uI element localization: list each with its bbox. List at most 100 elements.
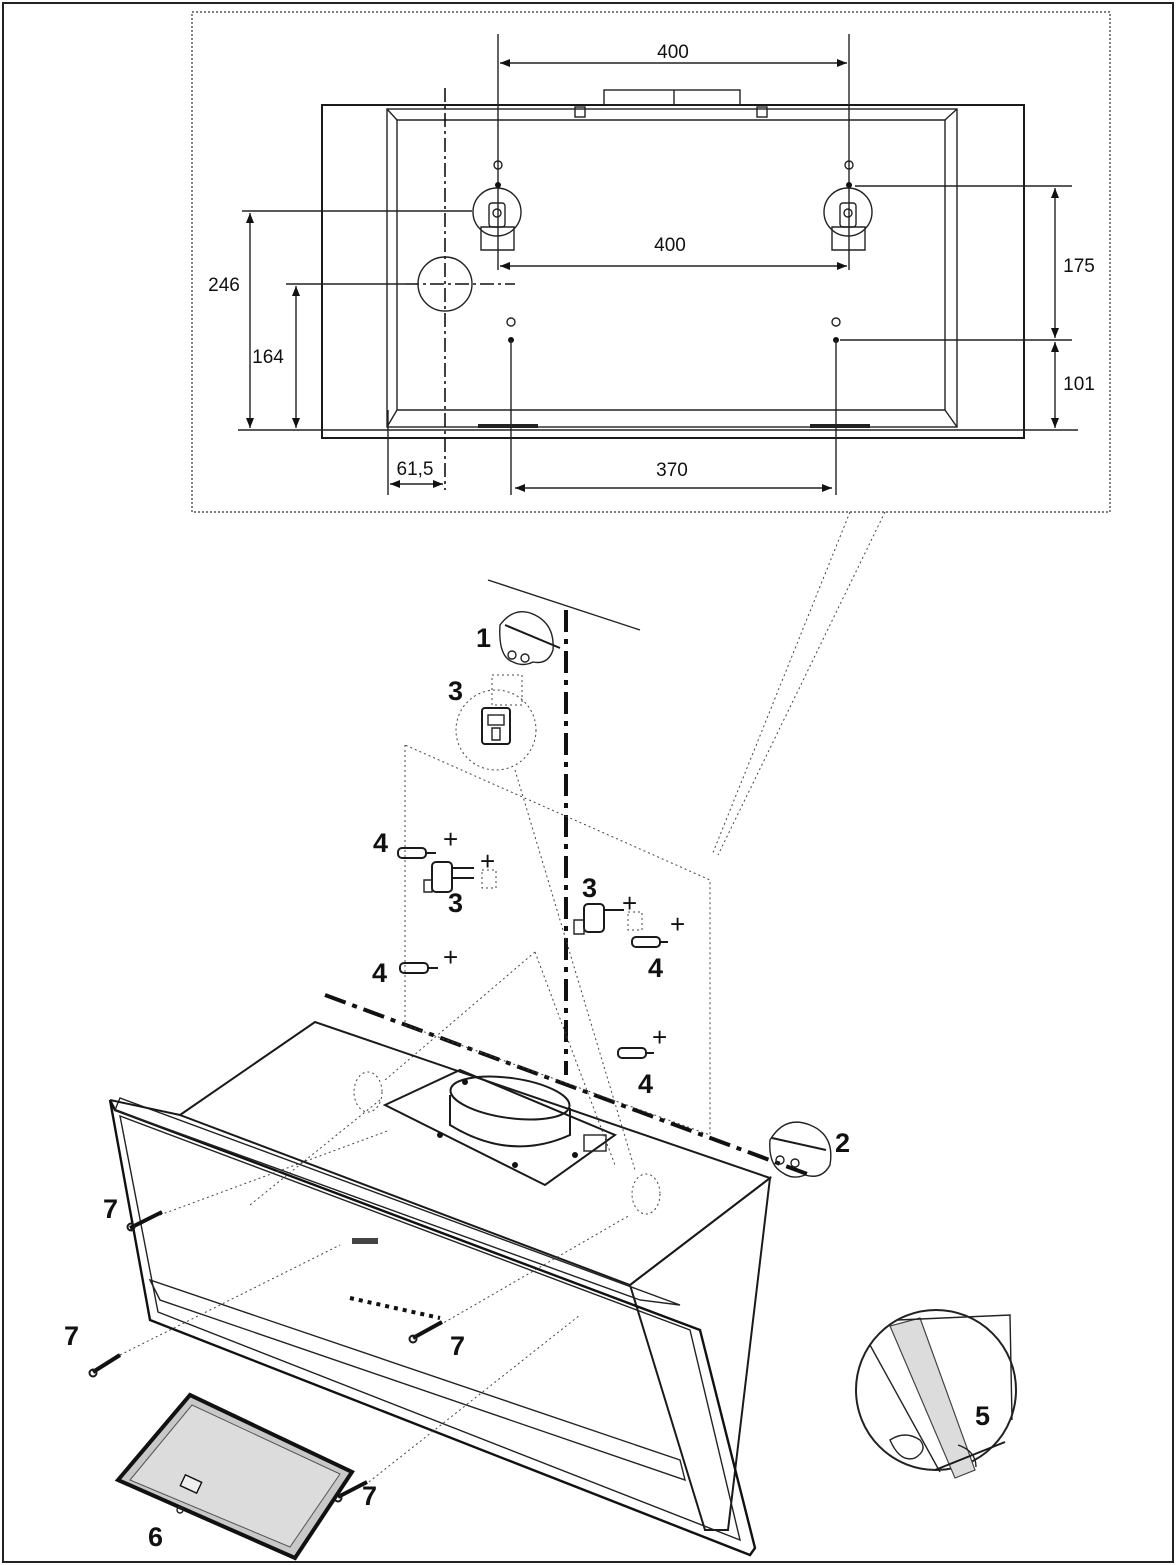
dim-top-width: 400 — [657, 42, 689, 63]
top-clip — [756, 106, 768, 118]
wall-plug — [631, 936, 668, 948]
arrow-head — [1051, 188, 1059, 198]
cross-mark: + — [443, 942, 458, 972]
callout-7-center: 7 — [450, 1331, 465, 1361]
bracket-placeholder — [481, 869, 497, 889]
arrow-head — [822, 484, 832, 492]
glass-inner-line — [114, 1097, 681, 1306]
bevel-line — [944, 108, 958, 121]
callout-4-right-top: 4 — [648, 953, 663, 983]
bevel-line — [944, 409, 958, 428]
screw-leader — [159, 1129, 391, 1216]
light-strip — [478, 424, 538, 428]
bracket-icon — [573, 903, 624, 935]
duct-collar-body — [449, 1095, 571, 1148]
right-bracket — [823, 160, 873, 251]
bracket-detail-circle — [455, 689, 537, 771]
dim-bracket-spacing: 400 — [654, 235, 686, 256]
glass-inner-line — [119, 1114, 741, 1542]
callout-3-top: 3 — [448, 676, 463, 706]
screw-icon — [88, 1353, 122, 1378]
arrow-head — [292, 418, 300, 428]
callout-2: 2 — [835, 1128, 850, 1158]
bracket-placeholder — [491, 674, 523, 706]
glass-lower-band — [148, 1278, 686, 1482]
arrow-head — [837, 262, 847, 270]
hood-inner-panel — [386, 108, 958, 428]
outlet-collar — [603, 89, 741, 106]
dim-outlet-height: 164 — [252, 347, 284, 368]
arrow-head — [292, 286, 300, 296]
mounting-hole — [353, 1071, 383, 1113]
arrow-head — [1051, 342, 1059, 352]
wall-plug — [399, 962, 438, 974]
bracket-placeholder — [627, 911, 643, 931]
motor-connector — [583, 1134, 607, 1152]
callout-1: 1 — [476, 623, 491, 653]
lower-hole — [831, 317, 841, 327]
left-bracket — [472, 160, 522, 251]
callout-7-mid-left: 7 — [64, 1321, 79, 1351]
cross-mark: + — [652, 1022, 667, 1052]
arrow-head — [390, 480, 400, 488]
bracket-icon — [423, 861, 474, 893]
arrow-head — [837, 59, 847, 67]
bracket-icon — [481, 707, 511, 745]
hand-pencil-icon — [499, 611, 561, 666]
grease-filter — [114, 1392, 355, 1561]
screw-leader — [119, 1244, 341, 1356]
arrow-head — [246, 213, 254, 223]
callout-7-top-left: 7 — [103, 1194, 118, 1224]
cross-mark: + — [622, 888, 637, 918]
callout-4-left-bottom: 4 — [372, 958, 387, 988]
screw-leader — [364, 1314, 581, 1486]
mounting-hole — [631, 1173, 661, 1215]
glass-edge — [109, 1099, 181, 1116]
brand-logo — [352, 1238, 378, 1244]
detail-panel-border — [191, 11, 1111, 513]
mount-screw — [572, 1152, 578, 1158]
duct-collar-top — [449, 1075, 571, 1121]
top-clip — [574, 106, 586, 118]
panel-leader — [717, 511, 886, 856]
control-strip — [349, 1296, 441, 1320]
arrow-head — [1051, 418, 1059, 428]
dim-total-height: 246 — [208, 275, 240, 296]
mount-screw — [462, 1079, 468, 1085]
panel-leader — [711, 511, 851, 856]
callout-3-right: 3 — [582, 873, 597, 903]
arrow-head — [246, 418, 254, 428]
bracket-leader — [514, 769, 636, 1171]
bracket-leader — [384, 951, 536, 1081]
callout-4-right-bottom: 4 — [638, 1069, 653, 1099]
callout-4-left-top: 4 — [373, 828, 388, 858]
exploded-view: 1 3 + 4 + 3 + — [64, 579, 1017, 1561]
arrow-head — [515, 484, 525, 492]
screw-leader — [439, 1214, 631, 1326]
wall-template — [404, 744, 711, 1136]
detail-5-magnifier — [855, 1309, 1017, 1479]
wall-plug — [397, 847, 436, 859]
bevel-line — [386, 108, 398, 121]
dimension-panel: 400 400 246 164 175 101 — [191, 11, 1111, 513]
lower-hole — [506, 317, 516, 327]
cross-mark: + — [443, 824, 458, 854]
callout-5: 5 — [975, 1401, 990, 1431]
hood-back-outline — [321, 104, 1025, 439]
bracket-leader — [534, 951, 616, 1166]
dim-bracket-height: 175 — [1063, 256, 1095, 277]
mount-screw — [437, 1132, 443, 1138]
dim-bottom-spacing: 370 — [656, 460, 688, 481]
arrow-head — [500, 59, 510, 67]
arrow-head — [433, 480, 443, 488]
arrow-head — [500, 262, 510, 270]
arrow-head — [1051, 328, 1059, 338]
screw-icon — [408, 1320, 443, 1344]
callout-3-left: 3 — [448, 888, 463, 918]
dim-side-offset: 61,5 — [397, 459, 434, 480]
dim-lower-height: 101 — [1063, 374, 1095, 395]
hand-pencil-icon — [769, 1121, 832, 1178]
duct-hole — [417, 256, 473, 312]
